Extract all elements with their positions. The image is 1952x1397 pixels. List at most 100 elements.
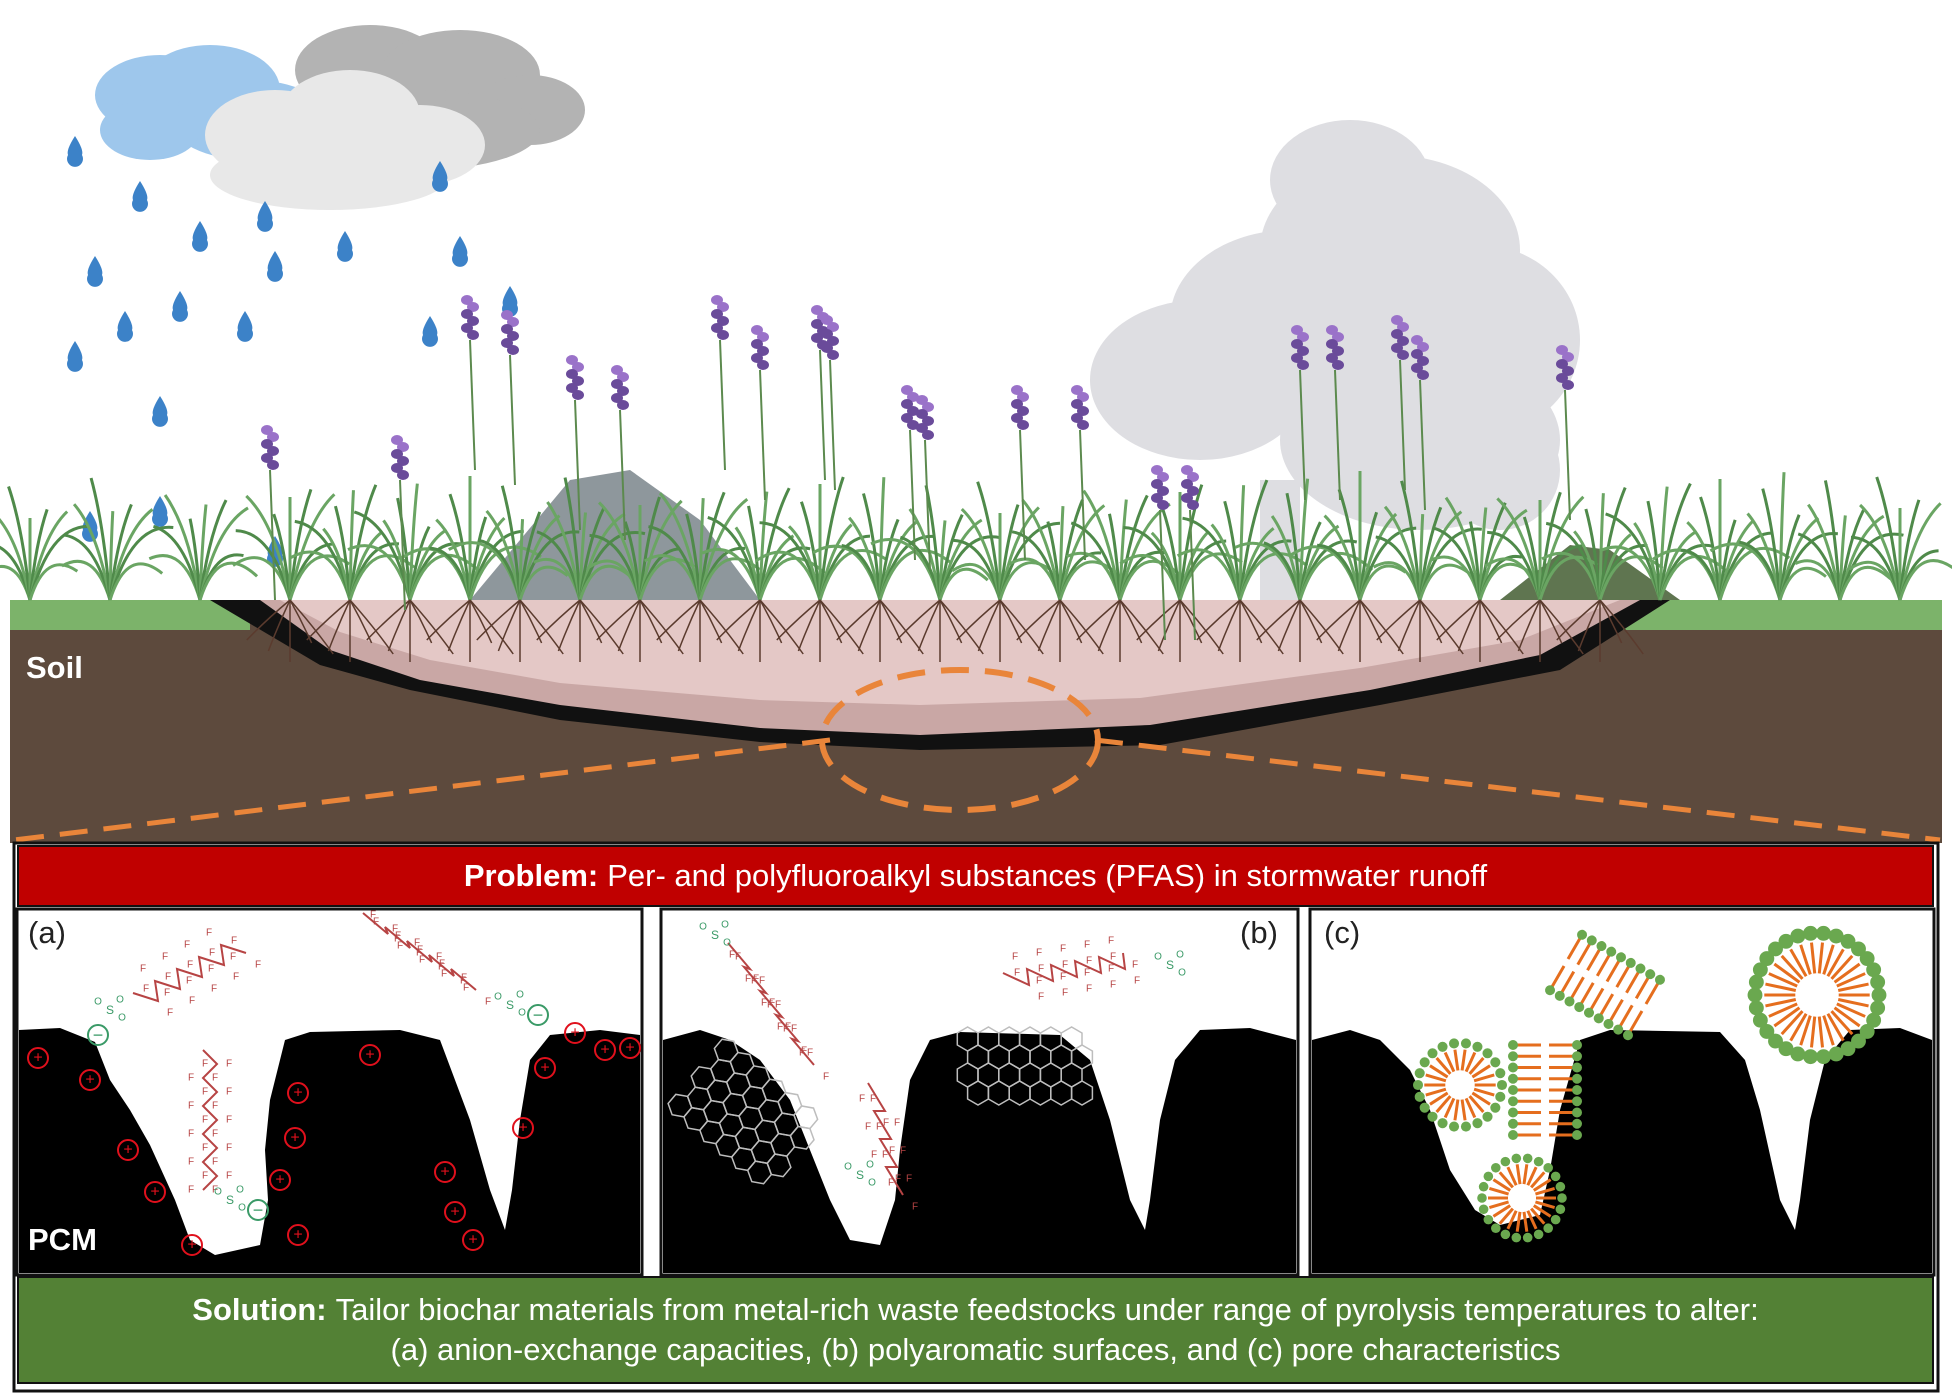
surfactant-head	[1828, 1046, 1844, 1062]
grass-blade	[1898, 559, 1952, 601]
lavender-flower	[1411, 335, 1423, 345]
surfactant-head	[1419, 1057, 1430, 1068]
grass-blade	[1298, 478, 1310, 601]
lavender-flower	[1151, 465, 1163, 475]
lavender-flower	[1011, 399, 1023, 409]
lavender-flower	[617, 400, 629, 410]
plus-glyph: +	[540, 1060, 549, 1077]
fluorine-atom: F	[188, 1185, 194, 1196]
fluorine-atom: F	[1038, 992, 1044, 1003]
surfactant-tail	[1471, 1064, 1491, 1079]
fluorine-atom: F	[370, 910, 376, 921]
grass-blade	[198, 561, 259, 601]
raindrop-icon	[67, 136, 83, 167]
surfactant-head	[1500, 1156, 1511, 1167]
positive-charge-icon	[284, 1127, 306, 1149]
surfactant-head	[1768, 941, 1783, 957]
fluorine-atom: F	[392, 924, 398, 935]
surfactant-tail	[1473, 1087, 1495, 1097]
lavender-flower	[907, 406, 919, 416]
pfas-micelles	[1412, 925, 1887, 1243]
positive-charge-icon	[594, 1039, 616, 1061]
plant-root	[1397, 599, 1421, 652]
surfactant-tail	[1628, 1010, 1644, 1033]
plant-root	[999, 599, 1023, 644]
plant-root	[1359, 599, 1383, 644]
lavender-flower	[1297, 360, 1309, 370]
grass-blade	[348, 484, 378, 601]
fluorine-atom: F	[895, 1174, 901, 1185]
surfactant-head	[1572, 1085, 1582, 1095]
surfactant-head	[1490, 1057, 1501, 1068]
lavender-flower	[821, 329, 833, 339]
plus-glyph: +	[600, 1042, 609, 1059]
oxygen-atom: O	[116, 995, 124, 1006]
fluorine-atom: F	[202, 1059, 208, 1070]
surfactant-head	[1508, 1107, 1518, 1118]
lavender-stem	[1334, 369, 1341, 501]
bilayer-2	[1508, 1040, 1582, 1140]
oxygen-atom: O	[1176, 950, 1184, 961]
lavender-flower	[711, 295, 723, 305]
sulfur-atom: S	[711, 928, 719, 942]
surfactant-tail	[1566, 937, 1582, 960]
surfactant-head	[1472, 1041, 1483, 1052]
fluorine-atom: F	[395, 931, 401, 942]
lavender-flower	[821, 315, 833, 325]
sulfur-atom: S	[1166, 958, 1174, 972]
negative-charge-icon	[87, 1024, 109, 1046]
fluorine-atom: F	[202, 1115, 208, 1126]
lavender-flower	[1071, 399, 1083, 409]
surfactant-head	[1859, 951, 1875, 966]
lavender-flower	[397, 442, 409, 452]
solution-title: Solution:	[192, 1292, 327, 1327]
sulfur-atom: S	[856, 1168, 864, 1182]
surfactant-tail	[1522, 1211, 1529, 1232]
lavender-flower	[566, 369, 578, 379]
surfactant-tail	[1535, 1186, 1556, 1196]
plant-root	[956, 599, 1001, 641]
lavender-flower	[1017, 420, 1029, 430]
surfactant-tail	[1443, 1051, 1456, 1073]
surfactant-head	[1495, 1091, 1506, 1102]
positive-charge-icon	[434, 1161, 456, 1183]
lavender-flower	[1562, 352, 1574, 362]
lavender-flower	[617, 386, 629, 396]
raindrop-icon	[267, 251, 283, 282]
surfactant-head	[1759, 1024, 1775, 1039]
grass-blade	[89, 477, 112, 601]
vegetation	[0, 295, 1952, 662]
lavender-flower	[1077, 406, 1089, 416]
lavender-flower	[751, 353, 763, 363]
plant-root	[656, 599, 701, 641]
surfactant-head	[1545, 985, 1556, 996]
surfactant-head	[1816, 1049, 1831, 1065]
pcm-surface-a	[19, 1028, 640, 1273]
lavender-flower	[922, 430, 934, 440]
plant-root	[857, 599, 881, 652]
surfactant-head	[1572, 1130, 1582, 1140]
grass-blade	[1658, 482, 1692, 601]
fluorine-atom: F	[906, 1174, 912, 1185]
positive-charge-icon	[269, 1169, 291, 1191]
tree-silhouette	[1090, 120, 1580, 610]
surfactant-head	[1816, 925, 1831, 941]
surfactant-tail	[1460, 1049, 1467, 1071]
plus-glyph: +	[518, 1120, 527, 1137]
lavender-flower	[467, 330, 479, 340]
lavender-flower	[1332, 332, 1344, 342]
fluorine-atom: F	[1062, 960, 1068, 971]
fluorine-atom: F	[212, 1129, 218, 1140]
pcm-label: PCM	[28, 1222, 97, 1257]
lavender-flower	[1071, 413, 1083, 423]
plant-root	[939, 599, 963, 644]
plant-root	[737, 599, 761, 652]
lavender-flower	[1556, 345, 1568, 355]
plant-root	[1496, 599, 1541, 641]
lavender-stem	[1419, 379, 1426, 511]
plant-root	[1316, 599, 1361, 641]
lavender-stem	[1189, 509, 1196, 641]
surfactant-tail	[1833, 962, 1861, 984]
